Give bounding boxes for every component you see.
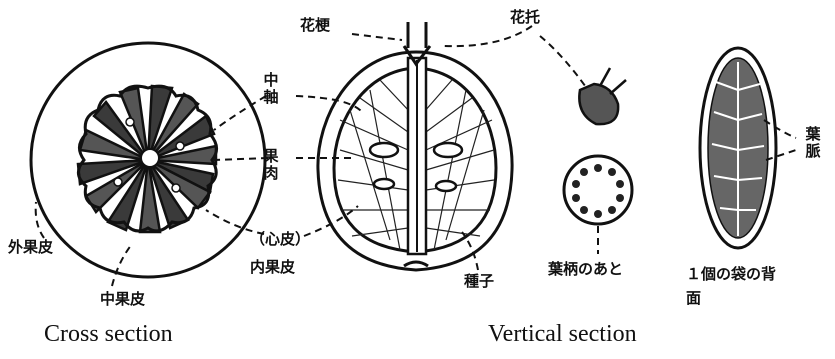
label-endocarp: 内果皮 [250,260,295,275]
label-exocarp: 外果皮 [8,240,53,255]
label-flesh: 果肉 [262,148,280,183]
label-endocarp-paren: （心皮） [250,232,310,247]
label-receptacle: 花托 [510,10,540,25]
caption-vertical-section: Vertical section [488,322,637,346]
receptacle-detail [579,84,618,124]
label-pedicel: 花梗 [300,18,330,33]
label-seed: 種子 [464,274,494,289]
label-central-axis: 中軸 [262,72,280,107]
label-petiole-scar: 葉柄のあと [548,262,623,277]
label-segment-back: １個の袋の背面 [686,262,782,310]
caption-cross-section: Cross section [44,322,173,346]
label-vein: 葉脈 [804,126,822,161]
label-mesocarp: 中果皮 [100,292,145,307]
